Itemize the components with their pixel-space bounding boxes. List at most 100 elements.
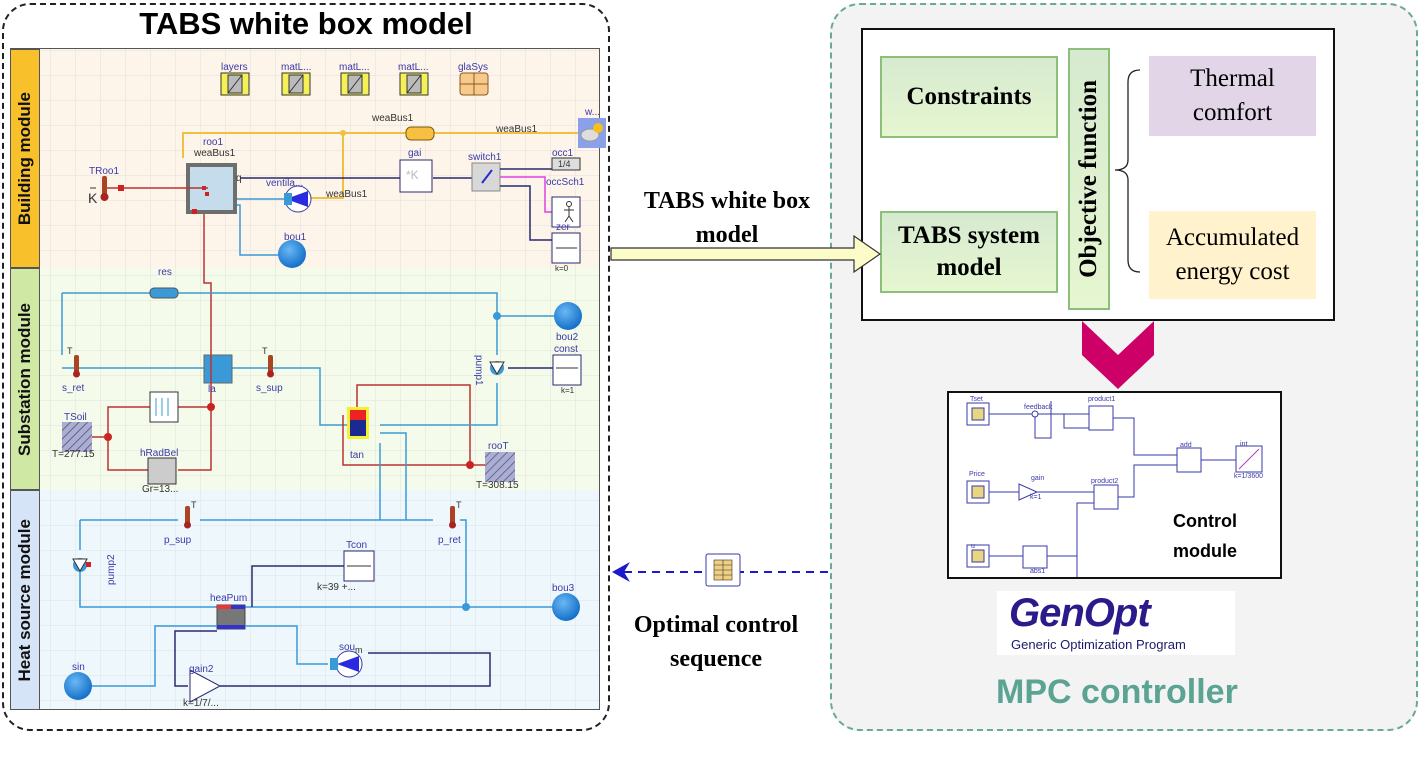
gain-label: gai (408, 148, 422, 159)
la-label: la (208, 384, 216, 395)
boundary-bou1-icon (278, 240, 306, 268)
room-weather-bus-label: weaBus1 (194, 148, 236, 159)
bou2-label: bou2 (556, 332, 579, 343)
energy-cost-box: Accumulated energy cost (1149, 211, 1316, 299)
condenser-setpoint-label: Tcon (346, 540, 368, 551)
occupancy-constant-block (551, 157, 581, 171)
heat-source-module-tab: Heat source module (10, 490, 40, 710)
constraints-label: Constraints (906, 83, 1032, 110)
heat-exchanger-la-block (203, 354, 233, 384)
switch-label: switch1 (468, 152, 502, 163)
room-label: roo1 (203, 137, 224, 148)
white-box-model-frame (2, 3, 610, 731)
gain-value-ctrl: k=1 (1030, 494, 1042, 501)
feedback-arrow-label: Optimal control sequence (633, 612, 799, 672)
integrator-value: k=1/3600 (1234, 473, 1263, 480)
ventilation-weather-bus-label: weaBus1 (326, 189, 368, 200)
product1-label: product1 (1088, 396, 1116, 403)
supply-temperature-sensor-p-icon (184, 506, 191, 529)
source-port-label: m (355, 645, 363, 655)
add-label: add (1180, 442, 1192, 449)
u-label: u (971, 543, 975, 550)
occupancy-schedule-label: occSch1 (546, 177, 585, 188)
product2-label: product2 (1091, 478, 1119, 485)
soil-temp-value: T=277.15 (52, 449, 95, 460)
layers-label: layers (221, 62, 248, 73)
ventilation-fan-icon (284, 185, 312, 213)
gain-symbol: *K (406, 168, 419, 182)
sink-sin-icon (64, 672, 92, 700)
soil-temperature-source-icon (62, 422, 92, 452)
p-ret-sensor-T: T (456, 500, 462, 510)
matL2-icon (340, 72, 370, 96)
matL3-label: matL... (398, 62, 429, 73)
pump2-icon (72, 558, 91, 572)
curly-brace-icon (1114, 69, 1141, 273)
s-ret-sensor-T: T (67, 346, 73, 356)
white-box-model-title: TABS white box model (139, 6, 473, 41)
layers-icon (220, 72, 250, 96)
genopt-logo-text: GenOpt (1009, 591, 1151, 635)
resistance-label: res (158, 267, 172, 278)
room-port-label: q (236, 173, 242, 184)
gain-label-ctrl: gain (1031, 475, 1045, 482)
substation-module-tab: Substation module (10, 268, 40, 490)
control-module-diagram (966, 401, 1263, 577)
forward-arrow-icon (610, 234, 882, 274)
matL2-label: matL... (339, 62, 370, 73)
room-temp-sensor-label: TRoo1 (89, 166, 120, 177)
price-label: Price (969, 471, 985, 478)
control-module-label: Control module (1172, 511, 1237, 561)
model-diagram (41, 49, 606, 709)
occupancy-value: 1/4 (558, 159, 571, 169)
abs-block (1022, 545, 1048, 569)
product1-block (1088, 405, 1114, 431)
thermal-comfort-box: Thermal comfort (1149, 56, 1316, 136)
abs-label: abs1 (1030, 568, 1046, 575)
constraints-box: Constraints (880, 56, 1058, 138)
pump-constant-block (552, 354, 582, 386)
gain2-block (189, 669, 222, 703)
hRadBel-value: Gr=13... (142, 484, 179, 495)
s-sup-sensor-T: T (262, 346, 268, 356)
condenser-setpoint-value: k=39 +... (317, 582, 356, 593)
objective-function-box: Objective function (1068, 48, 1110, 310)
return-temperature-sensor-p-icon (449, 506, 456, 529)
ventilation-label: ventila... (266, 178, 304, 189)
s-sup-label: s_sup (256, 383, 283, 394)
heat-pump-label: heaPum (210, 593, 248, 604)
weather-bus-connector-icon (405, 126, 435, 141)
p-sup-label: p_sup (164, 535, 192, 546)
source-sou-icon (330, 650, 363, 678)
occupancy-label: occ1 (552, 148, 574, 159)
hRadBel-label: hRadBel (140, 448, 179, 459)
soil-temp-label: TSoil (64, 412, 87, 423)
occupancy-schedule-icon (551, 196, 581, 228)
p-sup-sensor-T: T (191, 500, 197, 510)
room-temp-unit: K (88, 190, 98, 206)
s-ret-label: s_ret (62, 383, 85, 394)
feedback-arrow-icon (612, 553, 830, 587)
const-value: k=1 (561, 386, 575, 395)
convection-block (149, 391, 179, 423)
gain-block (1018, 483, 1039, 501)
building-module-tab: Building module (10, 49, 40, 268)
room-temp-source-label: rooT (488, 441, 509, 452)
tabs-system-model-box: TABS system model (880, 211, 1058, 293)
weather-label: w... (585, 107, 601, 118)
room-temperature-source-icon (485, 452, 515, 482)
boundary-bou2-icon (554, 302, 582, 330)
resistance-block (149, 287, 179, 299)
const-label: const (554, 344, 578, 355)
matL1-icon (281, 72, 311, 96)
supply-temperature-sensor-icon (267, 355, 274, 378)
pump1-label: pump1 (473, 355, 484, 386)
boundary-bou3-icon (552, 593, 580, 621)
return-temperature-sensor-icon (73, 355, 80, 378)
objective-function-label: Objective function (1075, 80, 1102, 278)
p-ret-label: p_ret (438, 535, 461, 546)
mpc-controller-title: MPC controller (996, 673, 1238, 711)
source-label: sou (339, 642, 356, 653)
tabs-system-model-label: TABS system model (898, 222, 1040, 281)
thermal-comfort-label: Thermal comfort (1190, 65, 1275, 126)
